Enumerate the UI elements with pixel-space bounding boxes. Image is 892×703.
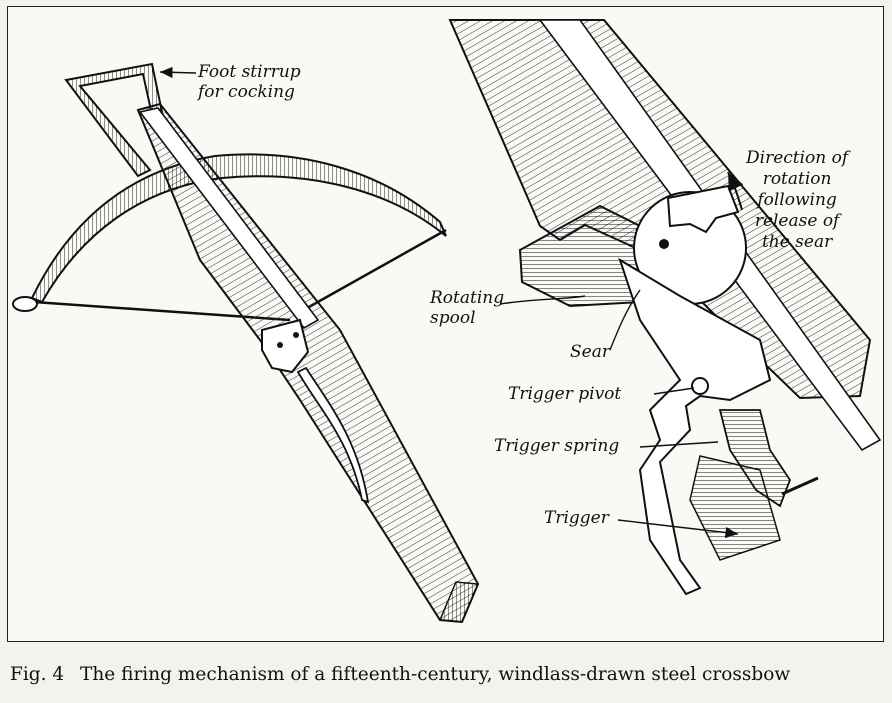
rotation-arrow <box>727 171 744 211</box>
crossbow-full-view <box>12 62 480 624</box>
mechanism-detail-view <box>448 19 882 596</box>
trigger-pivot-pin <box>691 377 709 395</box>
figure-number: Fig. 4 <box>10 664 65 685</box>
stock-rail <box>138 107 320 330</box>
trigger-lever <box>296 366 370 504</box>
label-trigger-spring: Trigger spring <box>494 436 620 456</box>
trigger-body <box>618 257 772 596</box>
label-foot-stirrup: Foot stirrup for cocking <box>198 62 301 102</box>
label-trigger-pivot: Trigger pivot <box>508 384 622 404</box>
label-rotating-spool: Rotating spool <box>430 288 505 328</box>
figure-caption: Fig. 4 The firing mechanism of a fifteen… <box>10 664 890 685</box>
stock <box>136 102 480 624</box>
leader-lines <box>159 66 739 539</box>
foot-stirrup <box>64 62 164 178</box>
bow-prod <box>30 153 447 304</box>
bow-string-2 <box>299 228 447 314</box>
label-direction-of-rotation: Direction of rotation following release … <box>746 148 849 252</box>
string-end <box>12 296 38 312</box>
label-sear: Sear <box>570 342 610 362</box>
caption-text: The firing mechanism of a fifteenth-cent… <box>80 664 791 685</box>
label-trigger: Trigger <box>544 508 609 528</box>
